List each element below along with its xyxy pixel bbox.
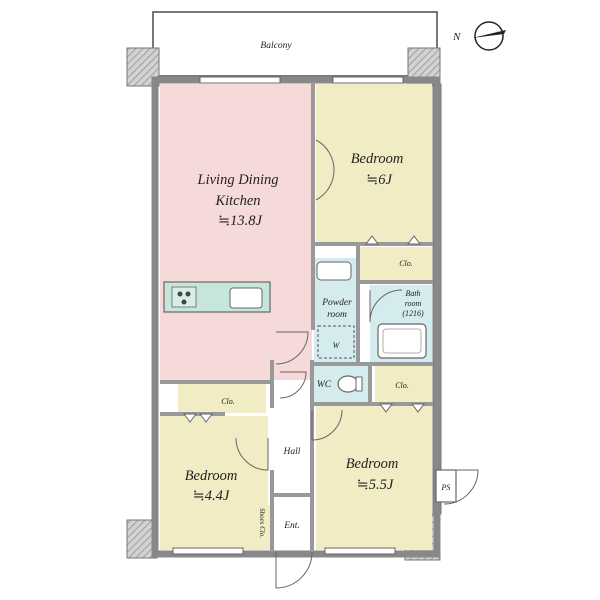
washer-space bbox=[317, 325, 355, 359]
bath-label-line3: (1216) bbox=[402, 309, 424, 318]
bedroom-north-floor bbox=[316, 84, 432, 244]
balcony-label: Balcony bbox=[260, 41, 292, 51]
entrance-label: Ent. bbox=[283, 521, 300, 531]
bedroom-east-floor bbox=[316, 406, 432, 550]
clo-mid-floor bbox=[375, 366, 432, 402]
sliding-doors bbox=[183, 235, 425, 423]
washer-label: W bbox=[333, 341, 341, 350]
bathtub-icon bbox=[377, 323, 427, 359]
bath-label-line2: room bbox=[405, 299, 422, 308]
bath-label-line1: Bath bbox=[405, 289, 420, 298]
wc-label: WC bbox=[317, 380, 332, 390]
clo-ldk-label: Clo. bbox=[221, 397, 235, 406]
door-swings bbox=[235, 139, 479, 589]
clo-north-label: Clo. bbox=[399, 259, 413, 268]
ldk-label-line1: Living Dining bbox=[197, 172, 279, 188]
bedroom-west-label: Bedroom bbox=[185, 468, 238, 484]
balcony-area bbox=[152, 11, 438, 77]
basin-icon bbox=[316, 261, 352, 281]
outer-wall bbox=[151, 76, 441, 558]
bedroom-west-size: ≒4.4J bbox=[193, 488, 230, 504]
clo-mid-label: Clo. bbox=[395, 381, 409, 390]
column-nw bbox=[126, 47, 160, 87]
windows bbox=[172, 76, 404, 555]
compass-label: N bbox=[452, 31, 461, 43]
shoes-clo-label: Shoes Clo. bbox=[258, 508, 266, 538]
ldk-label-line2: Kitchen bbox=[214, 193, 260, 209]
bedroom-west-floor bbox=[160, 416, 268, 550]
clo-north-floor bbox=[360, 247, 432, 281]
clo-ldk-floor bbox=[178, 383, 266, 413]
ldk-floor bbox=[160, 84, 312, 380]
bedroom-east-size: ≒5.5J bbox=[357, 477, 394, 493]
powder-label-line1: Powder bbox=[321, 298, 352, 308]
bedroom-north-label: Bedroom bbox=[351, 151, 404, 167]
ps-label: PS bbox=[441, 483, 451, 492]
powder-label-line2: room bbox=[327, 310, 347, 320]
compass-icon bbox=[472, 21, 506, 51]
shoes-clo-floor bbox=[254, 505, 274, 550]
ps-shaft bbox=[435, 469, 457, 503]
ldk-size: ≒13.8J bbox=[218, 213, 263, 229]
toilet-icon bbox=[337, 375, 363, 393]
sink-icon bbox=[229, 287, 263, 309]
bedroom-east-label: Bedroom bbox=[346, 456, 399, 472]
stove-icon bbox=[171, 286, 197, 308]
bedroom-north-size: ≒6J bbox=[366, 172, 392, 188]
hall-label: Hall bbox=[283, 447, 301, 457]
